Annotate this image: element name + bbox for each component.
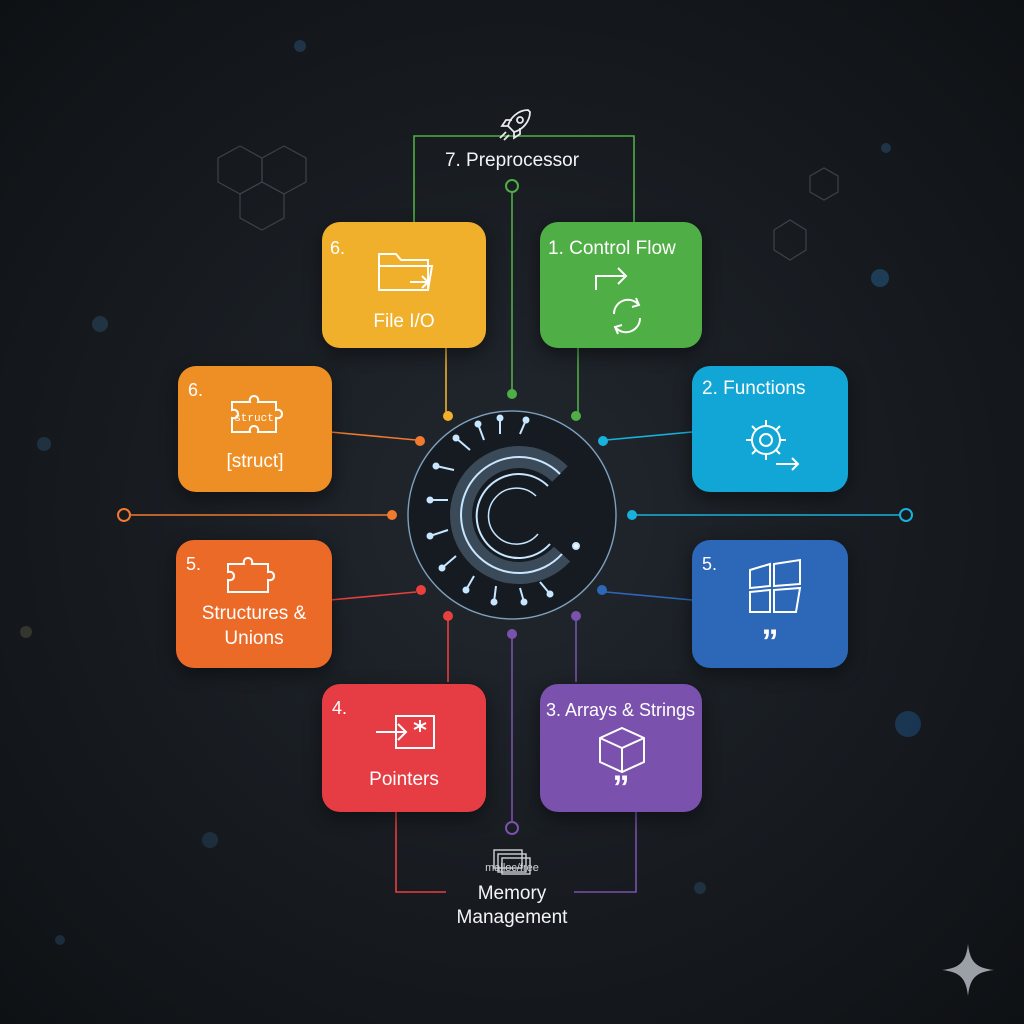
quote-icon: ”: [612, 769, 630, 807]
card-control-flow[interactable]: 1. Control Flow: [540, 222, 702, 348]
connector-structures: [329, 591, 417, 601]
card-label: [struct]: [226, 451, 284, 472]
connector-bottom-left: [395, 812, 446, 893]
card-label: Structures & Unions: [176, 602, 332, 651]
card-struct[interactable]: 6. struct [struct]: [178, 366, 332, 492]
window-blocks-icon: [749, 558, 802, 613]
card-functions[interactable]: 2. Functions: [692, 366, 848, 492]
connector-node: [387, 510, 397, 520]
card-title: 3. Arrays & Strings: [546, 700, 696, 720]
connector-node: [571, 411, 581, 421]
card-label-line2: Unions: [224, 627, 284, 649]
card-number: 6.: [330, 238, 346, 258]
connector-node: [443, 411, 453, 421]
memory-label-line2: Management: [456, 907, 568, 928]
card-title: 2. Functions: [702, 378, 806, 399]
connector-node: [507, 629, 517, 639]
connector-node: [505, 821, 519, 835]
card-number: 6.: [188, 380, 204, 400]
card-label-line1: Structures &: [201, 603, 307, 624]
folder-icon: [378, 253, 434, 291]
connector-node: [597, 585, 607, 595]
puzzle-icon-text: struct: [234, 413, 274, 425]
connector-node: [507, 389, 517, 399]
card-arrays-strings[interactable]: 3. Arrays & Strings ”: [540, 684, 702, 812]
memory-label-line1: Memory: [477, 883, 547, 904]
card-pointers[interactable]: 4. Pointers: [322, 684, 486, 812]
card-number: 5.: [186, 554, 202, 574]
connector-node: [443, 611, 453, 621]
connector-node: [627, 510, 637, 520]
connector-node: [505, 179, 519, 193]
connector-modules: [605, 591, 693, 601]
rocket-icon: [499, 109, 531, 141]
hexagon-pattern: [217, 145, 839, 261]
connector-node: [416, 585, 426, 595]
pointer-arrow-icon: [376, 715, 435, 749]
cube-icon: [599, 726, 645, 774]
connector-node: [415, 436, 425, 446]
card-file-io[interactable]: 6. File I/O: [322, 222, 486, 348]
card-number: 5.: [702, 554, 718, 574]
malloc-caption: malloc/free: [485, 862, 539, 874]
card-label: Pointers: [369, 769, 439, 790]
connector-node: [117, 508, 131, 522]
card-label: File I/O: [373, 311, 435, 332]
memory-management-label: Memory Management: [432, 882, 592, 930]
card-structures-unions[interactable]: 5. Structures & Unions: [176, 540, 332, 668]
bokeh-dots: [20, 40, 921, 945]
card-number: 4.: [332, 698, 348, 718]
connector-top-frame: [413, 135, 635, 222]
preprocessor-label: 7. Preprocessor: [444, 150, 580, 171]
connector-node: [899, 508, 913, 522]
connector-bottom-right: [574, 812, 637, 893]
connector-struct: [329, 431, 417, 441]
sparkle-icon: [942, 944, 994, 996]
puzzle-icon: [227, 557, 275, 593]
flow-arrows-icon: [595, 267, 642, 335]
card-modules[interactable]: 5. ”: [692, 540, 848, 668]
stacked-windows-icon: [493, 849, 531, 875]
card-title: 1. Control Flow: [548, 238, 676, 259]
gear-icon: [746, 420, 800, 471]
connector-node: [598, 436, 608, 446]
quote-icon: ”: [761, 623, 779, 661]
connector-node: [571, 611, 581, 621]
connector-functions: [605, 431, 693, 441]
puzzle-icon: struct: [231, 395, 283, 433]
